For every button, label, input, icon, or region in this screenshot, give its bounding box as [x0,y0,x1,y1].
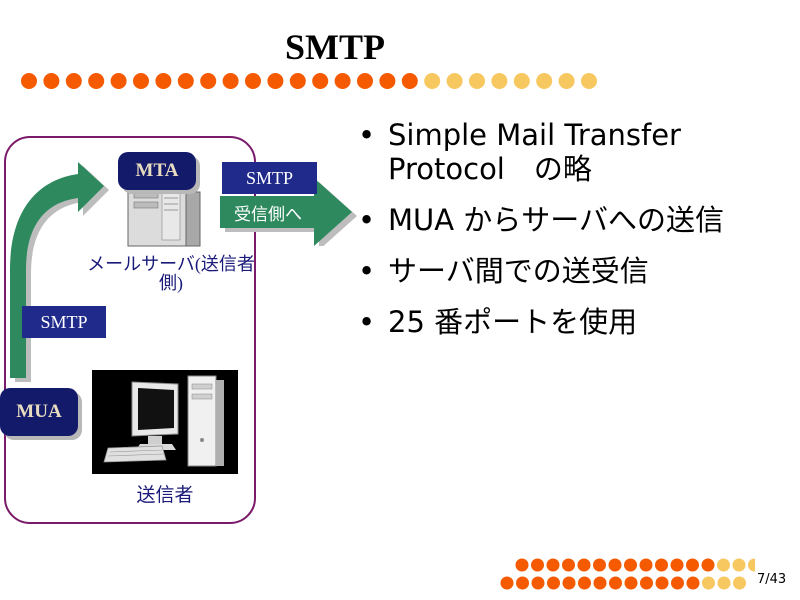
curved-arrow-icon [10,162,109,382]
decorative-dot [639,558,653,572]
decorative-dot [401,73,418,89]
decorative-dot [577,558,591,572]
bullet-item: • サーバ間での送受信 [355,254,795,288]
decorative-dot [424,73,441,89]
decorative-dot [200,73,217,89]
decorative-dot [546,558,560,572]
decorative-dot [446,73,463,89]
decorative-dot [500,576,514,590]
decorative-dot [733,576,746,590]
decorative-dot [110,73,127,89]
decorative-dot [558,73,575,89]
decorative-dot [702,576,715,590]
decorative-dot [655,576,669,590]
bullet-icon: • [358,254,376,288]
server-icon [122,178,204,250]
bullet-list: • Simple Mail Transfer Protocol の略 • MUA か… [355,118,795,356]
decorative-dot [717,558,730,572]
decorative-dot [379,73,396,89]
decorative-dot [513,73,530,89]
decorative-dot [88,73,105,89]
decorative-dot [578,576,591,590]
decorative-dot [469,73,485,89]
decorative-dot [701,558,715,572]
decorative-dot [670,558,684,572]
diagram-frame [4,136,256,524]
bullet-item: • 25 番ポートを使用 [355,305,795,339]
decorative-dot [671,576,684,590]
decorative-dot [624,558,637,572]
decorative-dot [593,558,606,572]
decorative-dot [593,576,607,590]
decorative-dot [516,576,529,590]
decorative-dot [536,73,553,89]
mua-badge: MUA [0,388,78,436]
decorative-dot [155,73,172,89]
decorative-dot [748,558,755,572]
mail-server-label: メールサーバ(送信者側) [87,254,255,293]
decorative-dot [65,73,82,89]
page-number: 7/43 [757,572,787,587]
decorative-dots-top [21,73,597,89]
decorative-dot [515,558,529,572]
bullet-item: • MUA からサーバへの送信 [355,203,795,237]
decorative-dot [177,73,194,89]
decorative-dot [717,576,731,590]
decorative-dot [245,73,261,89]
decorative-dot [491,73,508,89]
decorative-dot [531,558,544,572]
sender-label: 送信者 [136,485,194,506]
decorative-dot [608,558,622,572]
decorative-dot [312,73,329,89]
decorative-dot [531,576,545,590]
decorative-dot [267,73,284,89]
bullet-text: 25 番ポートを使用 [388,305,638,339]
receive-side-label: 受信側へ [234,204,302,225]
decorative-dot [655,558,668,572]
mta-badge: MTA [118,152,196,190]
decorative-dot [686,576,700,590]
bullet-icon: • [358,118,376,152]
decorative-dot [547,576,560,590]
decorative-dot [357,73,373,89]
decorative-dot [334,73,351,89]
smtp-label-left: SMTP [22,306,106,338]
right-arrow-icon [220,178,357,246]
bullet-text: MUA からサーバへの送信 [388,203,725,237]
decorative-dot [289,73,306,89]
decorative-dot [222,73,239,89]
decorative-dot [43,73,60,89]
decorative-dot [562,558,575,572]
decorative-dot [581,73,597,89]
bullet-text: サーバ間での送受信 [388,254,649,288]
decorative-dot [732,558,746,572]
decorative-dot [21,73,37,89]
slide-title: SMTP [284,27,385,67]
smtp-label-top: SMTP [222,162,317,194]
decorative-dot [562,576,576,590]
decorative-dot [686,558,699,572]
desktop-computer-icon [92,370,238,474]
bullet-icon: • [358,305,376,339]
decorative-dot [640,576,653,590]
decorative-dots-bottom [500,558,755,590]
bullet-icon: • [358,203,376,237]
decorative-dot [624,576,638,590]
bullet-text: Simple Mail Transfer Protocol の略 [388,118,681,186]
decorative-dot [609,576,622,590]
bullet-item: • Simple Mail Transfer Protocol の略 [355,118,795,186]
decorative-dot [133,73,149,89]
